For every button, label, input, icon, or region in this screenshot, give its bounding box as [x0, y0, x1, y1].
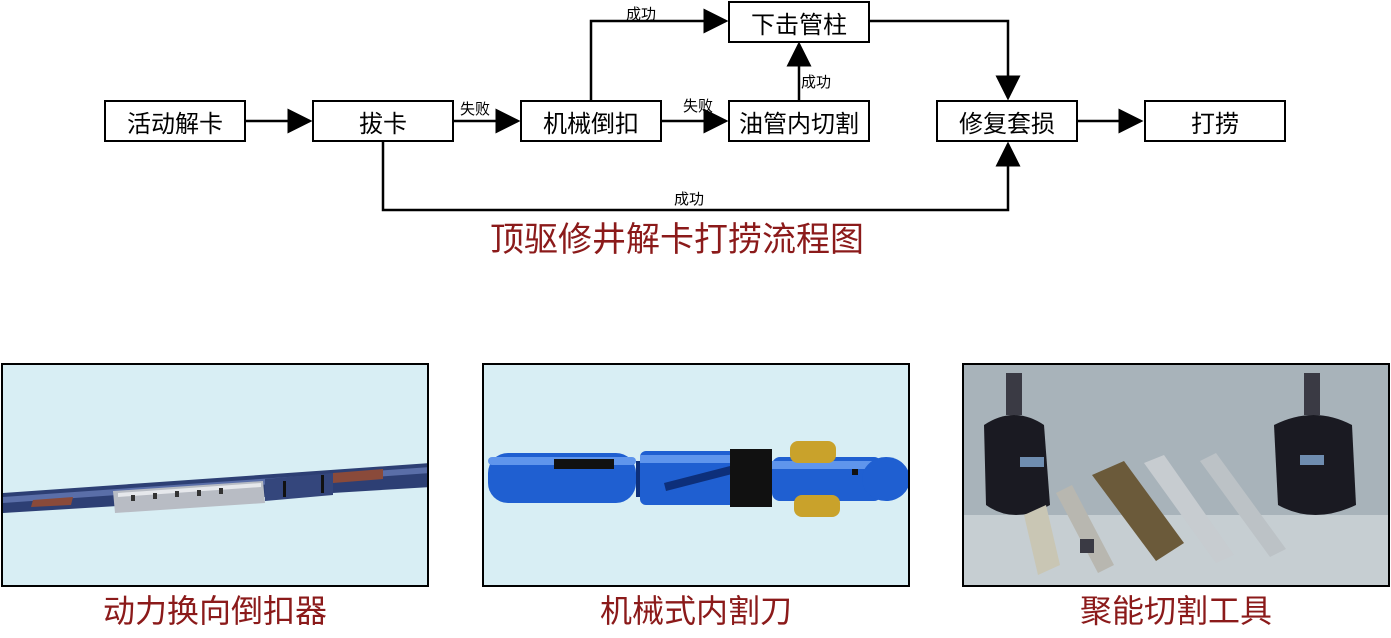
arrow-backoff-to-jar	[589, 8, 729, 101]
edge-label-fail: 失败	[683, 97, 714, 115]
tool-photo-power-backoff	[1, 363, 429, 587]
tool-photo-jet-cutter	[962, 363, 1390, 587]
node-jar-string: 下击管柱	[728, 1, 870, 43]
arrow-jar-to-repair	[868, 19, 1021, 101]
node-repair-casing: 修复套损	[936, 100, 1078, 142]
arrow-pull-to-repair	[381, 141, 1021, 212]
tool-caption: 机械式内割刀	[599, 592, 792, 630]
power-backoff-tool-image	[3, 463, 427, 513]
edge-label-success: 成功	[801, 73, 832, 91]
flowchart-title: 顶驱修井解卡打捞流程图	[490, 220, 864, 260]
edge-label-fail: 失败	[460, 100, 491, 118]
tool-caption: 聚能切割工具	[1079, 592, 1272, 630]
edge-label-success: 成功	[674, 190, 705, 208]
node-pull-unstick: 拔卡	[312, 100, 454, 142]
internal-cutter-image	[488, 441, 908, 517]
tool-photo-internal-cutter	[482, 363, 910, 587]
node-tubing-cut: 油管内切割	[728, 100, 870, 142]
jet-cutter-image	[964, 365, 1388, 585]
node-activity-unstick: 活动解卡	[104, 100, 246, 142]
node-fishing: 打捞	[1144, 100, 1286, 142]
edge-label-success: 成功	[626, 5, 657, 23]
tool-caption: 动力换向倒扣器	[102, 592, 327, 630]
node-mechanical-backoff: 机械倒扣	[520, 100, 662, 142]
